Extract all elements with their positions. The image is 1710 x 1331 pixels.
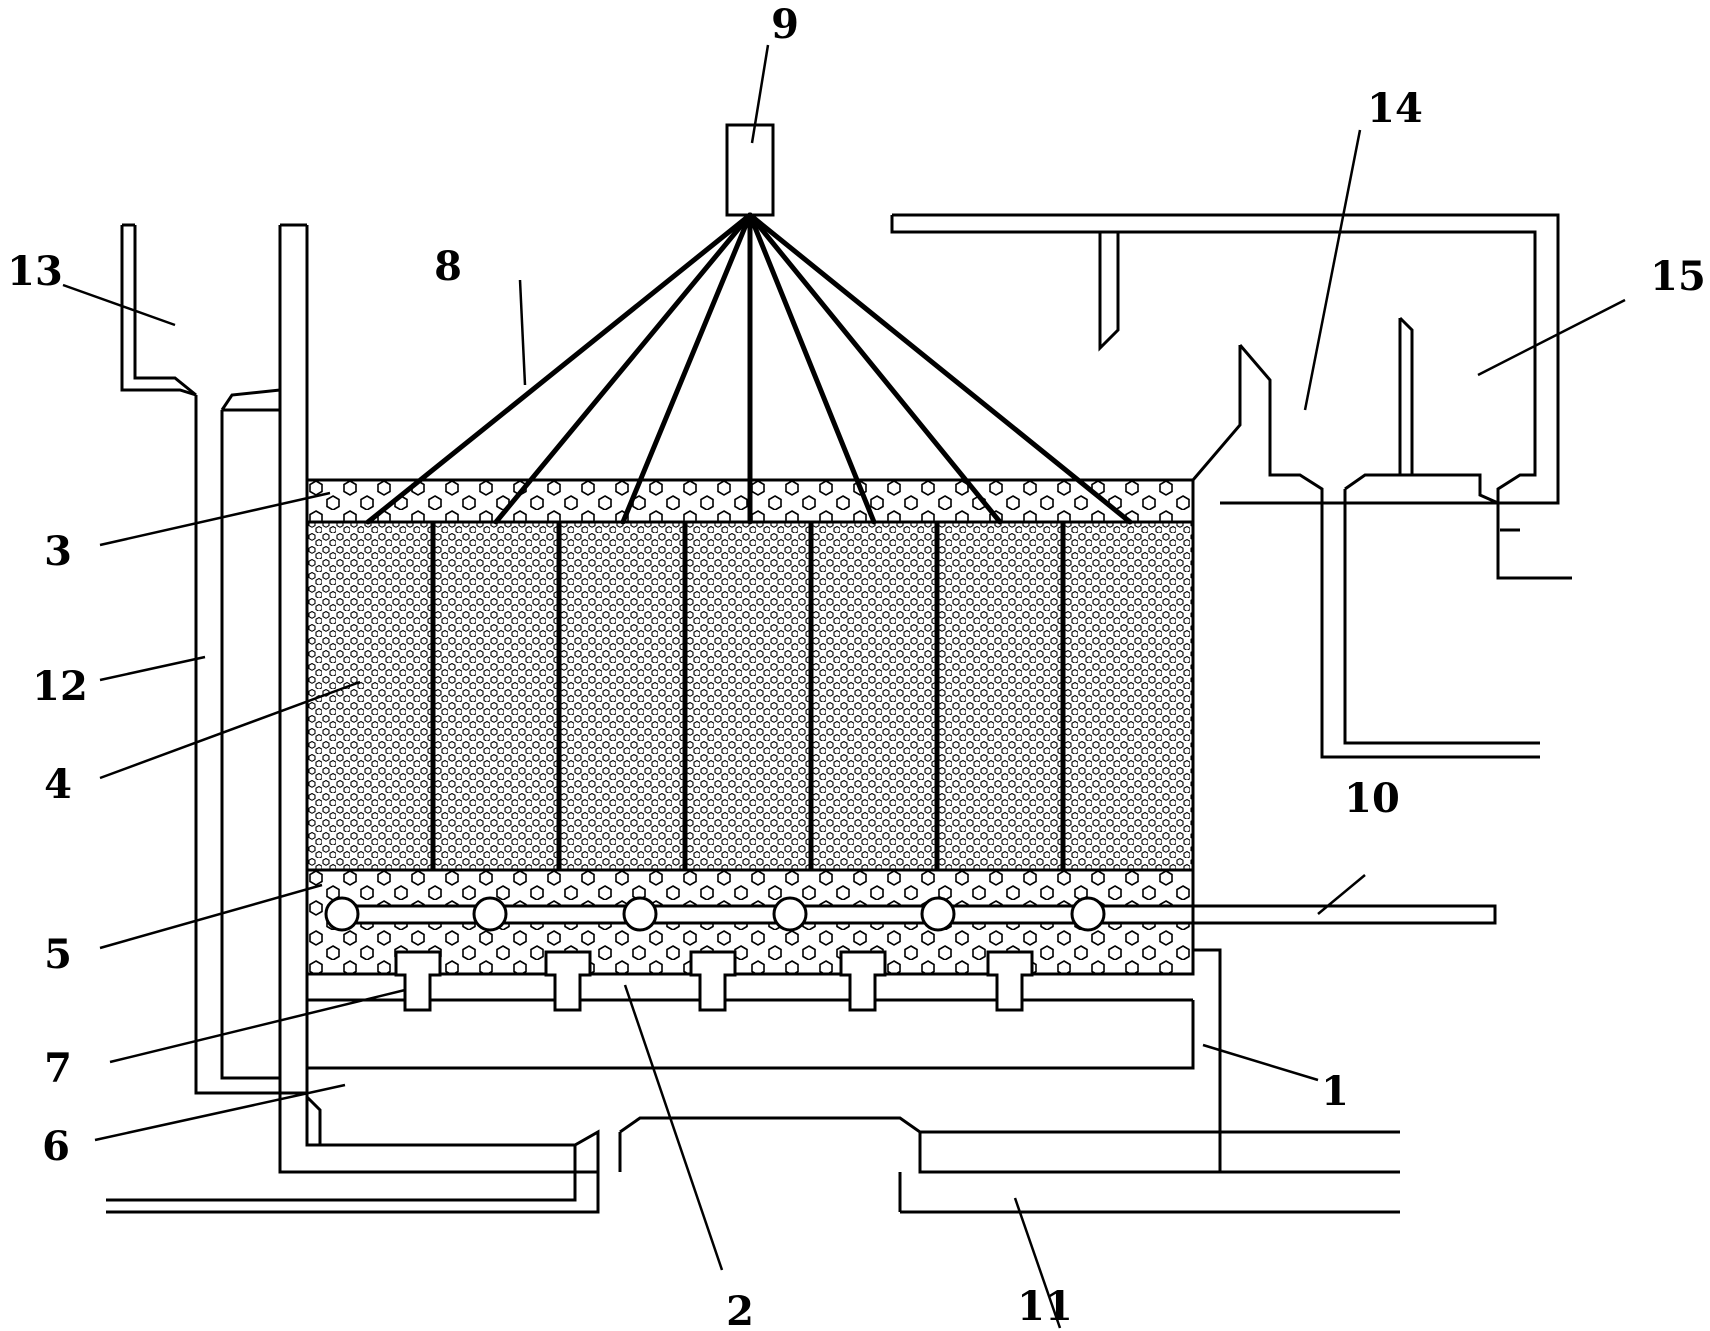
label-2: 2 bbox=[726, 1288, 754, 1331]
label-14: 14 bbox=[1367, 85, 1423, 132]
label-7: 7 bbox=[44, 1045, 72, 1092]
part-labels: 1 2 3 4 5 6 7 8 9 10 11 12 13 14 15 bbox=[7, 1, 1706, 1331]
distribution-nozzles bbox=[394, 950, 1034, 1012]
label-10: 10 bbox=[1344, 775, 1400, 822]
inflow-riser-pipe bbox=[194, 395, 307, 1095]
partition-plates bbox=[430, 522, 1066, 870]
bottom-pipe bbox=[106, 1132, 1400, 1214]
label-15: 15 bbox=[1650, 253, 1706, 300]
label-11: 11 bbox=[1017, 1283, 1073, 1330]
label-8: 8 bbox=[434, 243, 462, 290]
aeration-pipe bbox=[324, 896, 1497, 932]
label-5: 5 bbox=[44, 931, 72, 978]
inlet-funnel bbox=[120, 223, 307, 411]
suspension-cables bbox=[365, 212, 1133, 525]
label-3: 3 bbox=[44, 528, 72, 575]
label-9: 9 bbox=[771, 1, 799, 48]
label-13: 13 bbox=[7, 248, 63, 295]
label-12: 12 bbox=[32, 663, 88, 710]
label-6: 6 bbox=[42, 1123, 70, 1170]
filter-media-layer bbox=[305, 520, 1195, 872]
label-4: 4 bbox=[44, 761, 72, 808]
outlet-channels bbox=[890, 213, 1572, 759]
leader-lines bbox=[62, 44, 1626, 1329]
label-1: 1 bbox=[1321, 1068, 1349, 1115]
hanger-hub bbox=[725, 123, 775, 217]
